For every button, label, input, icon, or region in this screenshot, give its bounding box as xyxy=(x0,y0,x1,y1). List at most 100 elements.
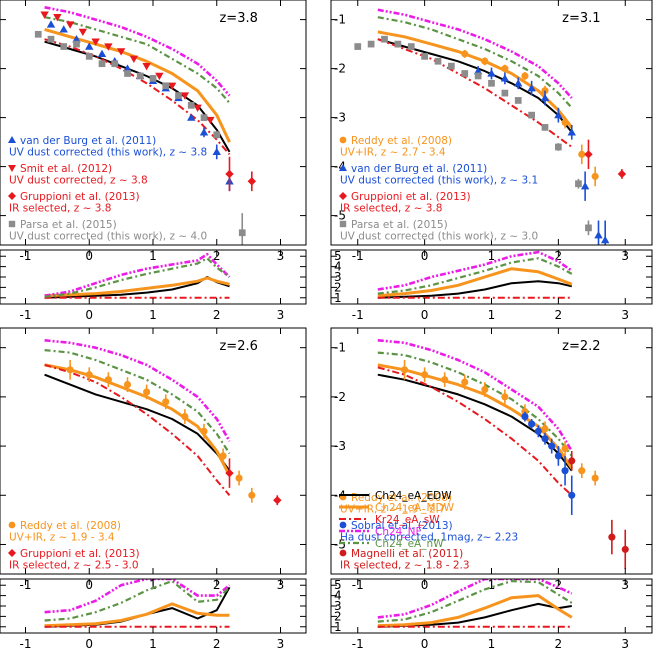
legend-text-vdb: UV dust corrected (this work), z ~ 3.1 xyxy=(340,175,538,187)
legend-text-magnelli: IR selected, z ~ 1.8 - 2.3 xyxy=(340,560,470,572)
series-sw xyxy=(44,38,231,156)
point-sobral xyxy=(554,452,562,460)
series-nf xyxy=(377,250,573,291)
point-parsa xyxy=(149,75,157,82)
legend-marker-reddy xyxy=(339,136,347,144)
point-vdb xyxy=(473,66,483,75)
point-parsa xyxy=(514,97,522,104)
legend-text-sobral: Sobral et al. (2013) xyxy=(351,520,453,532)
point-reddy xyxy=(235,474,243,482)
y-tick-label: -2 xyxy=(334,62,346,76)
series-edw xyxy=(44,373,231,472)
y-tick-label: -2 xyxy=(334,390,346,404)
point-smit xyxy=(91,38,100,46)
x-tick-label: 0 xyxy=(421,637,429,651)
legend-text-smit: Smit et al. (2012) xyxy=(20,163,112,175)
y-tick-label: -4 xyxy=(334,160,346,174)
point-reddy xyxy=(561,444,569,453)
legend-text-gruppioni: Gruppioni et al. (2013) xyxy=(351,191,471,203)
point-smit xyxy=(65,21,75,29)
point-reddy xyxy=(461,378,469,386)
x-tick-label: 2 xyxy=(555,308,563,322)
series-nf xyxy=(377,579,573,619)
point-parsa xyxy=(98,60,106,68)
y-tick-label: -5 xyxy=(334,537,346,551)
legend-text-reddy: Reddy et al. (2008) xyxy=(351,135,452,147)
series-mdw xyxy=(44,602,230,628)
point-vdb xyxy=(46,20,56,28)
model-legend-text-edw: Ch24_eA_EDW xyxy=(375,490,452,502)
point-sobral xyxy=(541,435,549,443)
plot-area xyxy=(44,579,231,628)
point-reddy xyxy=(421,371,429,379)
x-tick-label: -1 xyxy=(352,308,364,322)
y-tick-label: -1 xyxy=(334,13,346,27)
point-vdb xyxy=(540,93,550,102)
point-parsa xyxy=(85,52,93,60)
series-nw xyxy=(377,257,573,295)
point-parsa xyxy=(421,52,428,60)
legend-text-gruppioni: IR selected, z ~ 2.5 - 3.0 xyxy=(9,560,139,572)
legend-marker-parsa xyxy=(8,220,16,228)
legend-text-parsa: Parsa et al. (2015) xyxy=(20,219,117,231)
plot-area xyxy=(34,6,257,245)
legend-marker-vdb xyxy=(8,136,16,143)
legend-marker-gruppioni xyxy=(8,192,16,200)
series-nf xyxy=(44,579,231,614)
point-vdb xyxy=(567,128,576,136)
point-smit xyxy=(193,104,202,112)
point-reddy xyxy=(66,366,74,374)
point-gruppioni xyxy=(247,177,257,186)
point-sobral xyxy=(528,420,536,428)
x-tick-label: -1 xyxy=(352,637,364,651)
point-gruppioni xyxy=(584,150,593,159)
model-legend-text-nw: Ch24_eA_nW xyxy=(375,538,444,550)
point-vdb xyxy=(594,231,603,239)
point-reddy xyxy=(501,393,509,401)
legend-text-reddy: UV+IR, z ~ 1.9 - 3.4 xyxy=(9,532,115,544)
point-reddy xyxy=(578,467,586,475)
point-parsa xyxy=(73,40,80,48)
legend-text-vdb: van der Burg et al. (2011) xyxy=(351,163,487,175)
point-reddy xyxy=(123,381,132,389)
plot-area xyxy=(354,8,627,245)
model-legend-text-sw: Kr24_eA_sW xyxy=(375,514,440,526)
series-nw xyxy=(44,349,231,455)
point-parsa xyxy=(34,30,42,38)
y-tick-label: 4 xyxy=(334,260,342,274)
legend-text-reddy: UV+IR, z ~ 2.7 - 3.4 xyxy=(340,147,446,159)
x-tick-label: -1 xyxy=(20,308,32,322)
y-tick-label: -3 xyxy=(334,439,346,453)
legend-text-gruppioni: IR selected, z ~ 3.8 xyxy=(340,203,442,215)
legend-marker-smit xyxy=(8,165,16,172)
redshift-label: z=2.6 xyxy=(219,339,257,354)
series-edw xyxy=(377,38,573,133)
y-tick-label: -1 xyxy=(334,341,346,355)
point-parsa xyxy=(394,40,402,48)
point-gruppioni xyxy=(225,169,234,179)
series-sw xyxy=(377,38,573,148)
x-tick-label: 3 xyxy=(621,637,629,651)
point-reddy xyxy=(248,491,256,499)
plot-area xyxy=(377,579,573,628)
point-vdb xyxy=(123,64,132,72)
legend-text-sobral: Ha dust corrected, 1mag, z~ 2.23 xyxy=(340,532,518,544)
point-parsa xyxy=(354,43,362,50)
y-tick-label: -5 xyxy=(334,209,346,223)
point-parsa xyxy=(200,114,208,121)
series-mdw xyxy=(377,594,573,628)
legend-text-parsa: UV dust corrected (this work), z ~ 3.0 xyxy=(340,231,538,243)
point-parsa xyxy=(555,143,562,151)
point-parsa xyxy=(434,57,442,65)
model-legend-text-nf: Ch24_NF xyxy=(375,526,422,538)
legend-text-vdb: UV dust corrected (this work), z ~ 3.8 xyxy=(9,147,207,159)
point-reddy xyxy=(441,376,449,384)
point-reddy xyxy=(481,385,489,394)
x-tick-label: 2 xyxy=(213,637,221,651)
point-parsa xyxy=(407,43,415,50)
point-reddy xyxy=(521,72,529,80)
series-nw xyxy=(377,579,573,623)
